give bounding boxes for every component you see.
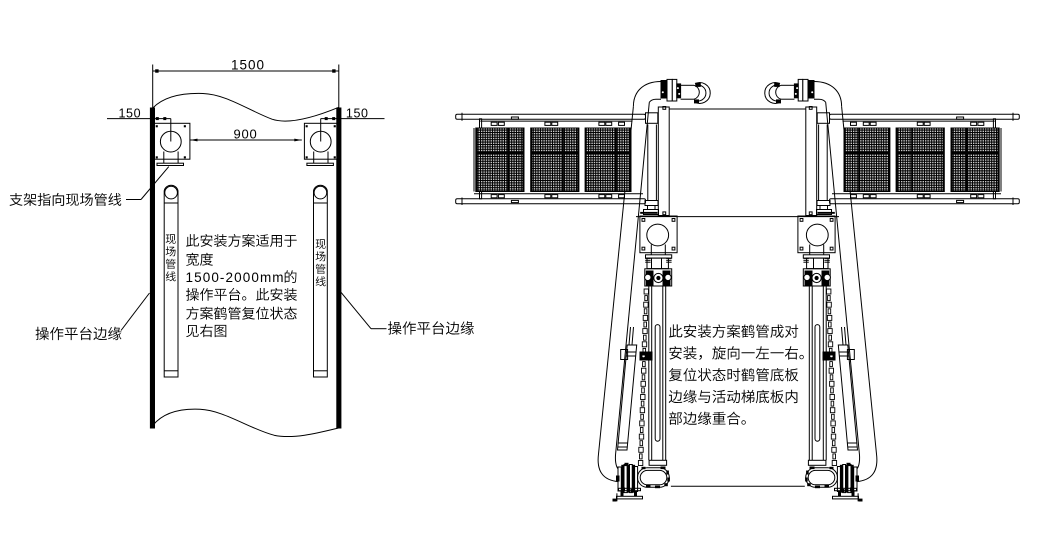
svg-text:150: 150 bbox=[346, 107, 369, 121]
svg-text:150: 150 bbox=[119, 107, 142, 121]
svg-text:1500-2000mm: 1500-2000mm bbox=[186, 270, 285, 285]
svg-text:900: 900 bbox=[234, 127, 258, 142]
svg-text:1500: 1500 bbox=[231, 58, 265, 73]
